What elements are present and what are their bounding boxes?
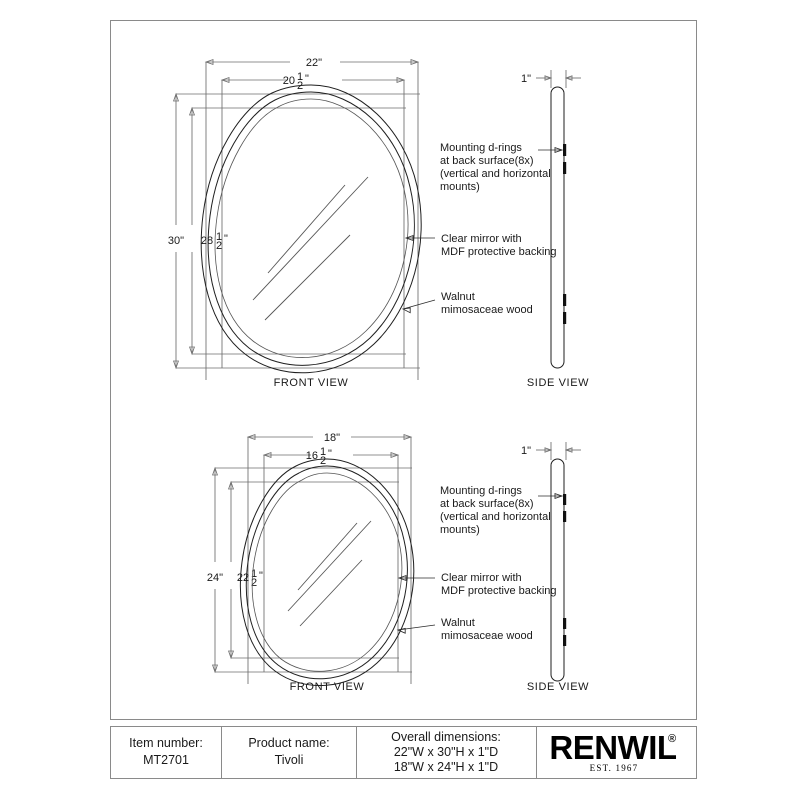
bottom-note-wood-line1: Walnut bbox=[441, 617, 475, 629]
top-note-mirror: Clear mirror with MDF protective backing bbox=[404, 233, 557, 258]
top-note-wood-line2: mimosaceae wood bbox=[441, 304, 533, 316]
bottom-note-wood: Walnut mimosaceae wood bbox=[396, 617, 533, 642]
top-side-dring-4 bbox=[563, 312, 567, 324]
top-note-mirror-line1: Clear mirror with bbox=[441, 233, 522, 245]
bottom-mirror-front-view bbox=[239, 458, 415, 687]
bottom-note-dring-line3: (vertical and horizontal bbox=[440, 511, 551, 523]
top-inner-height-unit: " bbox=[224, 233, 228, 245]
top-mirror-side-view: 1" bbox=[521, 70, 581, 369]
top-side-dring-1 bbox=[563, 144, 567, 156]
product-name-label: Product name: bbox=[248, 736, 329, 750]
bottom-outer-height-dimension: 24" bbox=[207, 466, 223, 674]
renwil-wordmark: RENWIL bbox=[549, 729, 676, 766]
item-number-value: MT2701 bbox=[143, 753, 189, 767]
bottom-note-dring: Mounting d-rings at back surface(8x) (ve… bbox=[440, 485, 564, 536]
bottom-outer-width-dimension: 18" bbox=[246, 432, 413, 444]
top-inner-width-dimension: 20 1 2 " bbox=[220, 71, 406, 92]
top-side-profile bbox=[550, 86, 565, 369]
bottom-note-wood-line2: mimosaceae wood bbox=[441, 630, 533, 642]
bottom-side-dring-2 bbox=[563, 511, 567, 522]
top-side-dring-3 bbox=[563, 294, 567, 306]
top-mirror-glass-edge bbox=[214, 98, 409, 358]
bottom-vertical-extension-lines bbox=[215, 467, 412, 673]
title-block-outline bbox=[110, 726, 697, 779]
bottom-inner-width-denominator: 2 bbox=[320, 455, 326, 467]
top-mirror-outer-frame bbox=[200, 84, 422, 374]
top-note-wood: Walnut mimosaceae wood bbox=[401, 291, 533, 316]
bottom-depth-dimension: 1" bbox=[521, 442, 581, 460]
top-front-view-label: FRONT VIEW bbox=[274, 377, 349, 389]
registered-trademark-icon: ® bbox=[668, 733, 676, 745]
bottom-depth-label: 1" bbox=[521, 445, 531, 457]
bottom-inner-height-unit: " bbox=[259, 570, 263, 582]
overall-dimensions-line2: 18"W x 24"H x 1"D bbox=[394, 760, 498, 774]
bottom-mirror-highlight-lines bbox=[287, 520, 372, 627]
bottom-note-dring-line1: Mounting d-rings bbox=[440, 485, 522, 497]
top-inner-width-unit: " bbox=[305, 73, 309, 85]
bottom-side-profile bbox=[550, 458, 565, 682]
bottom-side-view-label: SIDE VIEW bbox=[527, 681, 589, 693]
top-note-dring: Mounting d-rings at back surface(8x) (ve… bbox=[440, 142, 564, 193]
bottom-inner-width-dimension: 16 1 2 " bbox=[262, 446, 400, 467]
bottom-inner-height-denominator: 2 bbox=[251, 577, 257, 589]
top-note-dring-line1: Mounting d-rings bbox=[440, 142, 522, 154]
bottom-side-dring-4 bbox=[563, 635, 567, 646]
top-mirror-inner-frame bbox=[207, 91, 415, 366]
renwil-logo: RENWIL ® EST. 1967 bbox=[549, 729, 677, 773]
bottom-mirror-outer-frame bbox=[239, 458, 415, 687]
title-block: Item number: MT2701 Product name: Tivoli… bbox=[110, 726, 697, 779]
top-dimension-extension-lines bbox=[205, 62, 419, 380]
top-side-dring-2 bbox=[563, 162, 567, 174]
bottom-mirror-inner-frame bbox=[245, 465, 408, 680]
overall-dimensions-line1: 22"W x 30"H x 1"D bbox=[394, 745, 498, 759]
top-mirror-front-view bbox=[200, 84, 422, 374]
top-inner-width-whole: 20 bbox=[283, 75, 295, 87]
top-inner-height-dimension: 28 1 2 " bbox=[189, 106, 228, 356]
top-outer-width-label: 22" bbox=[306, 57, 322, 69]
bottom-note-dring-line2: at back surface(8x) bbox=[440, 498, 534, 510]
top-inner-width-numerator: 1 bbox=[297, 71, 303, 83]
top-note-dring-line2: at back surface(8x) bbox=[440, 155, 534, 167]
bottom-inner-height-numerator: 1 bbox=[251, 568, 257, 580]
bottom-side-dring-3 bbox=[563, 618, 567, 629]
top-depth-dimension: 1" bbox=[521, 70, 581, 88]
bottom-inner-width-unit: " bbox=[328, 448, 332, 460]
bottom-outer-width-label: 18" bbox=[324, 432, 340, 444]
bottom-note-mirror-line2: MDF protective backing bbox=[441, 585, 557, 597]
top-note-dring-line3: (vertical and horizontal bbox=[440, 168, 551, 180]
top-mirror-highlight-lines bbox=[252, 176, 369, 321]
sheet-border bbox=[110, 20, 697, 720]
top-note-mirror-line2: MDF protective backing bbox=[441, 246, 557, 258]
product-name-value: Tivoli bbox=[275, 753, 304, 767]
bottom-side-dring-1 bbox=[563, 494, 567, 505]
bottom-assembly: 18" 16 1 2 " 24" bbox=[207, 432, 589, 693]
bottom-note-mirror-line1: Clear mirror with bbox=[441, 572, 522, 584]
bottom-mirror-glass-edge bbox=[251, 472, 403, 672]
bottom-note-mirror: Clear mirror with MDF protective backing bbox=[397, 572, 557, 597]
bottom-front-view-label: FRONT VIEW bbox=[290, 681, 365, 693]
top-assembly: 22" 20 1 2 " 30" bbox=[168, 57, 589, 389]
bottom-outer-height-label: 24" bbox=[207, 572, 223, 584]
top-outer-width-dimension: 22" bbox=[204, 57, 420, 69]
top-inner-height-numerator: 1 bbox=[216, 231, 222, 243]
top-outer-height-dimension: 30" bbox=[168, 92, 184, 370]
bottom-inner-width-whole: 16 bbox=[306, 450, 318, 462]
item-number-label: Item number: bbox=[129, 736, 203, 750]
bottom-mirror-side-view: 1" bbox=[521, 442, 581, 682]
top-depth-label: 1" bbox=[521, 73, 531, 85]
top-inner-height-denominator: 2 bbox=[216, 240, 222, 252]
bottom-inner-width-numerator: 1 bbox=[320, 446, 326, 458]
overall-dimensions-label: Overall dimensions: bbox=[391, 730, 501, 744]
top-note-dring-line4: mounts) bbox=[440, 181, 480, 193]
renwil-established-label: EST. 1967 bbox=[590, 763, 639, 773]
top-note-wood-line1: Walnut bbox=[441, 291, 475, 303]
top-outer-height-label: 30" bbox=[168, 235, 184, 247]
bottom-note-dring-line4: mounts) bbox=[440, 524, 480, 536]
top-inner-height-whole: 28 bbox=[201, 235, 213, 247]
bottom-inner-height-whole: 22 bbox=[237, 572, 249, 584]
top-side-view-label: SIDE VIEW bbox=[527, 377, 589, 389]
